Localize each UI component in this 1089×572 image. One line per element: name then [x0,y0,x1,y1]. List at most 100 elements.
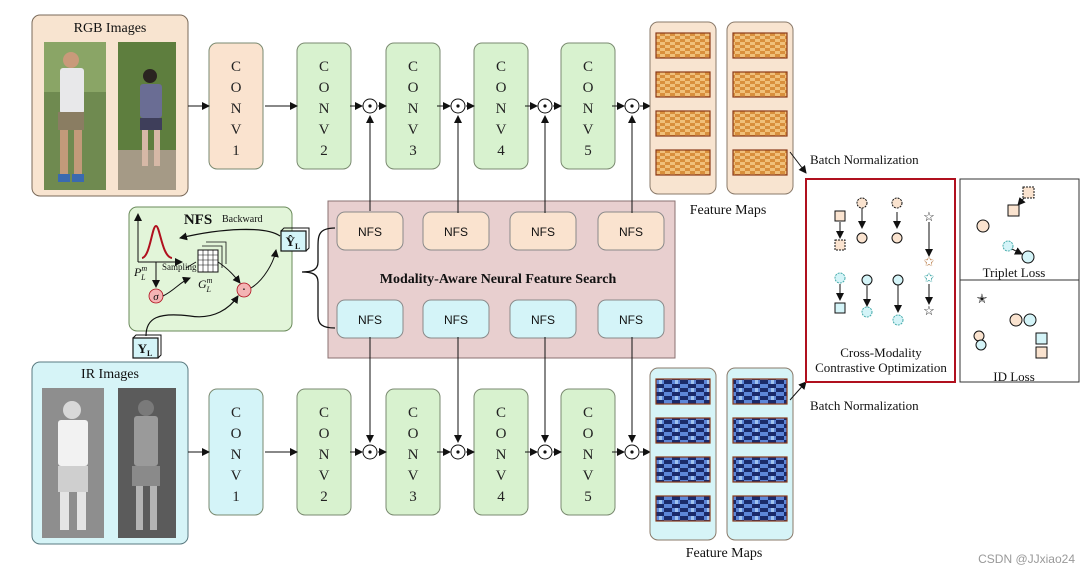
ir-conv-5-char: C [583,405,593,421]
rgb-feature-map-tile [732,110,788,137]
nfs-inset-title: NFS [184,212,212,228]
rgb-feature-map-tile [732,71,788,98]
backward-arrow [179,228,281,241]
circle-cluster-marker [1009,313,1023,327]
rgb-nfs-block: NFS [597,211,665,251]
rgb-conv-4-char: V [496,122,507,138]
rgb-conv-3-char: O [408,80,419,96]
rgb-nfs-label: NFS [444,225,468,239]
ir-square-marker [834,302,846,314]
odot-operator [362,98,378,114]
ir-octagon-marker [861,274,873,286]
ir-circle-marker [1021,250,1035,264]
rgb-octagon-marker [891,197,903,209]
rgb-conv-4-char: 4 [497,143,505,159]
rgb-conv-4-char: C [496,59,506,75]
rgb-conv-4-char: O [496,80,507,96]
ir-conv-2-char: 2 [320,489,328,505]
ir-conv-5-char: N [583,447,594,463]
rgb-nfs-label: NFS [531,225,555,239]
ir-circle-marker [892,314,904,326]
feature-maps-top-label: Feature Maps [690,203,767,218]
ir-nfs-block: NFS [509,299,577,339]
rgb-conv-2-char: V [319,122,330,138]
square-cluster-marker [1035,332,1048,345]
rgb-feature-map-tile [732,149,788,176]
rgb-feature-map-column [726,21,794,195]
feature-maps-bottom-label: Feature Maps [686,546,763,561]
odot-operator [450,444,466,460]
ir-conv-5-char: 5 [584,489,592,505]
ir-conv-3-char: V [408,468,419,484]
ir-feature-map-tile [732,495,788,522]
ir-nfs-label: NFS [619,313,643,327]
odot-operator [624,444,640,460]
rgb-conv-1-char: N [231,101,242,117]
ir-conv-4-char: N [496,447,507,463]
ir-conv-1-char: N [231,447,242,463]
rgb-photo-2 [118,42,176,190]
sigma-to-gumbel-arrow [162,276,191,297]
rgb-conv-5-char: C [583,59,593,75]
ir-conv-2-char: V [319,468,330,484]
ir-conv-3-char: 3 [409,489,417,505]
ir-circle-marker [892,274,904,286]
watermark-text: CSDN @JJxiao24 [978,552,1075,566]
ir-panel-title: IR Images [81,367,139,382]
batch-norm-top-arrow [789,151,807,174]
rgb-nfs-label: NFS [619,225,643,239]
rgb-conv-1-char: C [231,59,241,75]
rgb-feature-map-tile [655,149,711,176]
rgb-circle-marker [856,197,868,209]
rgb-conv-3-char: 3 [409,143,417,159]
rgb-conv-1-char: O [231,80,242,96]
rgb-conv-2-char: 2 [320,143,328,159]
star-marker-dashed: ✩ [924,270,935,285]
ir-feature-map-tile [655,495,711,522]
negative-circle-marker [1002,240,1014,252]
nfs-module-title: Modality-Aware Neural Feature Search [380,272,617,287]
rgb-square-marker [834,210,846,222]
rgb-feature-map-tile [732,32,788,59]
sigma-symbol: σ [153,291,159,303]
y-hat-symbol: ŶL [286,234,301,251]
rgb-nfs-label: NFS [358,225,382,239]
circle-cluster-marker [1023,313,1037,327]
batch-norm-bottom-arrow [789,381,807,401]
rgb-feature-maps [649,21,794,195]
ir-conv-3-char: N [408,447,419,463]
ir-conv-2-char: N [319,447,330,463]
rgb-feature-map-tile [655,32,711,59]
nfs-brace [301,227,336,329]
ir-octagon-marker [861,306,873,318]
rgb-nfs-blocks: NFS NFS NFS NFS [336,211,665,251]
sampling-line [185,261,197,269]
triplet-loss-panel: Triplet Loss [959,178,1080,281]
multiply-node [236,282,252,298]
ir-conv-1-char: C [231,405,241,421]
rgb-photo-1 [44,42,106,190]
ir-photo-2 [118,388,176,538]
anchor-square-marker [1007,204,1020,217]
positive-square-marker [1022,186,1035,199]
ir-nfs-label: NFS [358,313,382,327]
id-loss-panel: ID Loss ✭ [959,279,1080,384]
batch-norm-top-label: Batch Normalization [810,152,919,167]
ir-nfs-block: NFS [422,299,490,339]
ir-conv-4-char: V [496,468,507,484]
y-label-symbol: YL [138,341,153,358]
star-cluster-icon: ✭ [977,291,988,306]
ir-conv-2-char: C [319,405,329,421]
gumbel-to-dot-arrow [217,261,241,284]
y-hat-tag: ŶL [280,227,310,252]
ir-feature-map-tile [655,456,711,483]
rgb-feature-map-tile [655,110,711,137]
rgb-panel-title: RGB Images [74,21,147,36]
